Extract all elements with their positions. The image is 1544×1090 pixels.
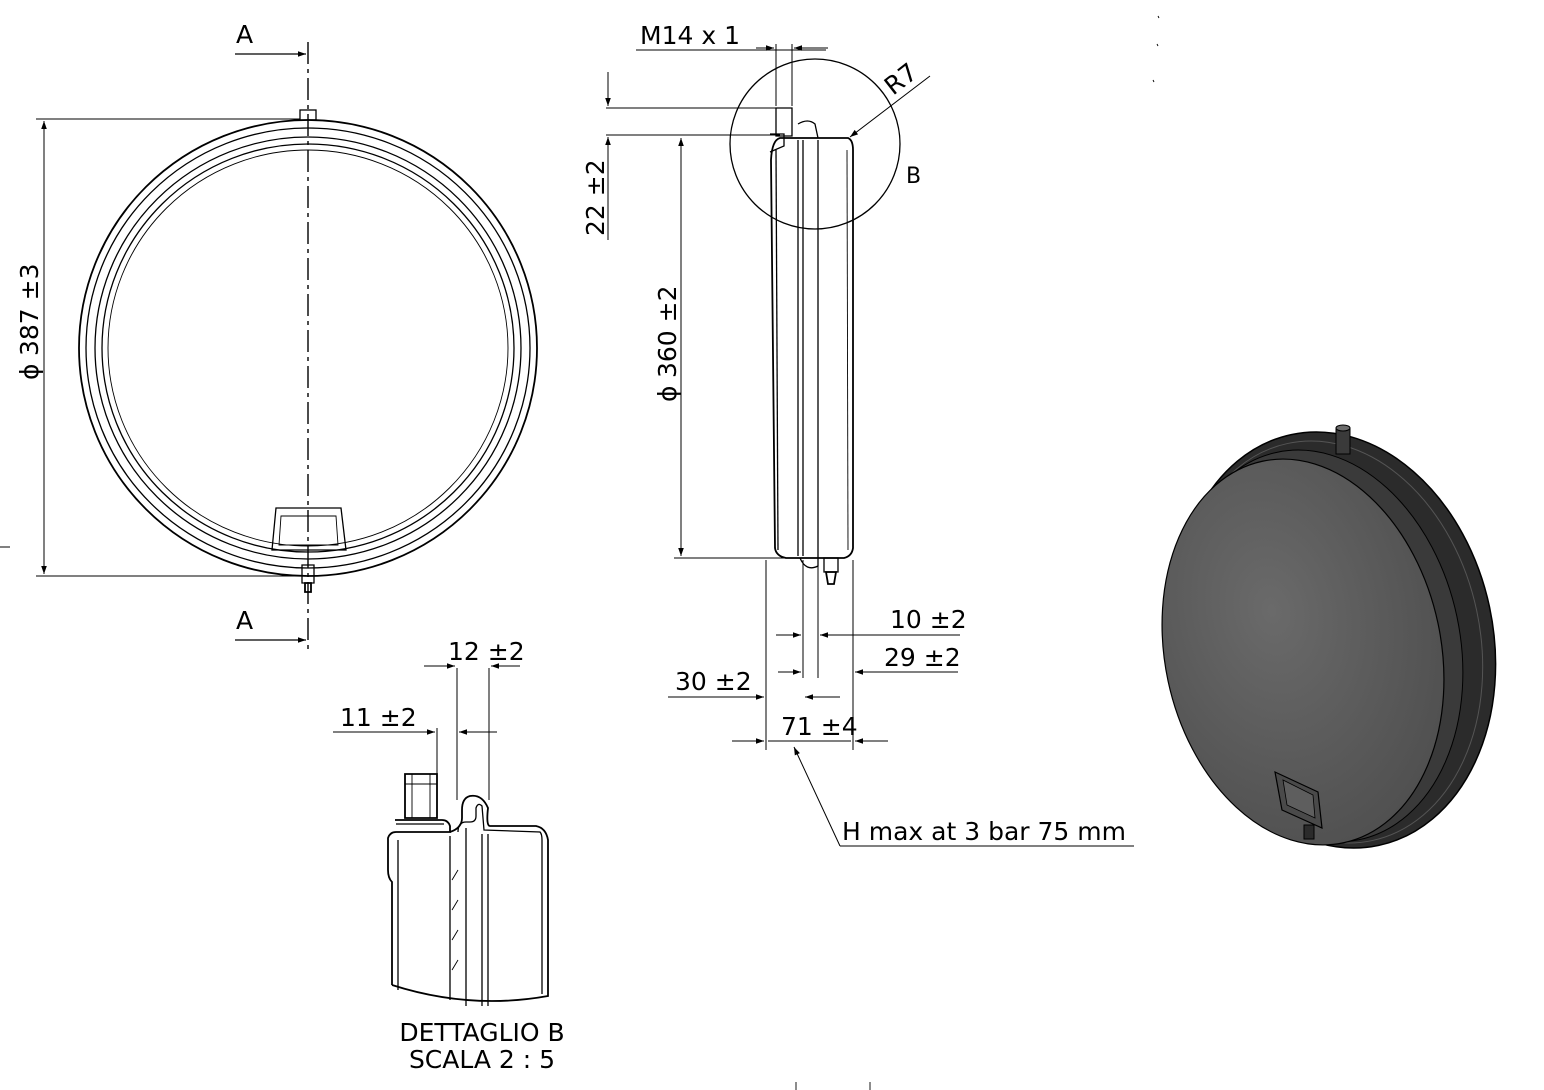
front-view: A A ϕ 387 ±3 <box>0 20 538 652</box>
side-diameter-symbol: ϕ <box>653 386 682 403</box>
detail-dim-11: 11 ±2 <box>340 703 417 732</box>
iso-connector <box>1335 427 1351 455</box>
thread-connector <box>775 107 793 137</box>
tank-side-outline <box>770 137 854 559</box>
detail-scale: SCALA 2 : 5 <box>409 1045 555 1074</box>
pressure-note: H max at 3 bar 75 mm <box>842 817 1126 846</box>
front-diameter-label: 387 ±3 <box>15 263 44 356</box>
side-view: B R7 M14 x 1 22 ±2 ϕ 360 ±2 <box>581 21 1134 847</box>
bottom-valve <box>301 564 315 584</box>
dim-30-label: 30 ±2 <box>675 667 752 696</box>
detail-circle-b <box>729 58 901 230</box>
bottom-handle <box>271 507 347 551</box>
detail-dim-12: 12 ±2 <box>448 637 525 666</box>
detail-b-view: 12 ±2 11 ±2 DETTAGLIO B SCALA 2 : 5 <box>333 637 565 1074</box>
thread-label: M14 x 1 <box>640 21 740 50</box>
section-mark-bottom: A <box>236 606 253 635</box>
dim-29-label: 29 ±2 <box>884 643 961 672</box>
iso-face <box>1161 458 1445 846</box>
iso-view <box>1161 424 1497 849</box>
dim-10-label: 10 ±2 <box>890 605 967 634</box>
section-mark-top: A <box>236 20 253 49</box>
radius-leader <box>849 75 931 138</box>
radius-label: R7 <box>879 57 923 100</box>
detail-mark-b: B <box>906 164 921 189</box>
detail-connector <box>404 773 438 819</box>
note-leader <box>793 746 841 847</box>
detail-title: DETTAGLIO B <box>399 1018 564 1047</box>
side-diameter-label: 360 ±2 <box>653 285 682 378</box>
diameter-symbol: ϕ <box>15 364 44 381</box>
dim-71-label: 71 ±4 <box>781 712 858 741</box>
offset-label: 22 ±2 <box>581 159 610 236</box>
side-bottom-valve <box>823 557 839 573</box>
